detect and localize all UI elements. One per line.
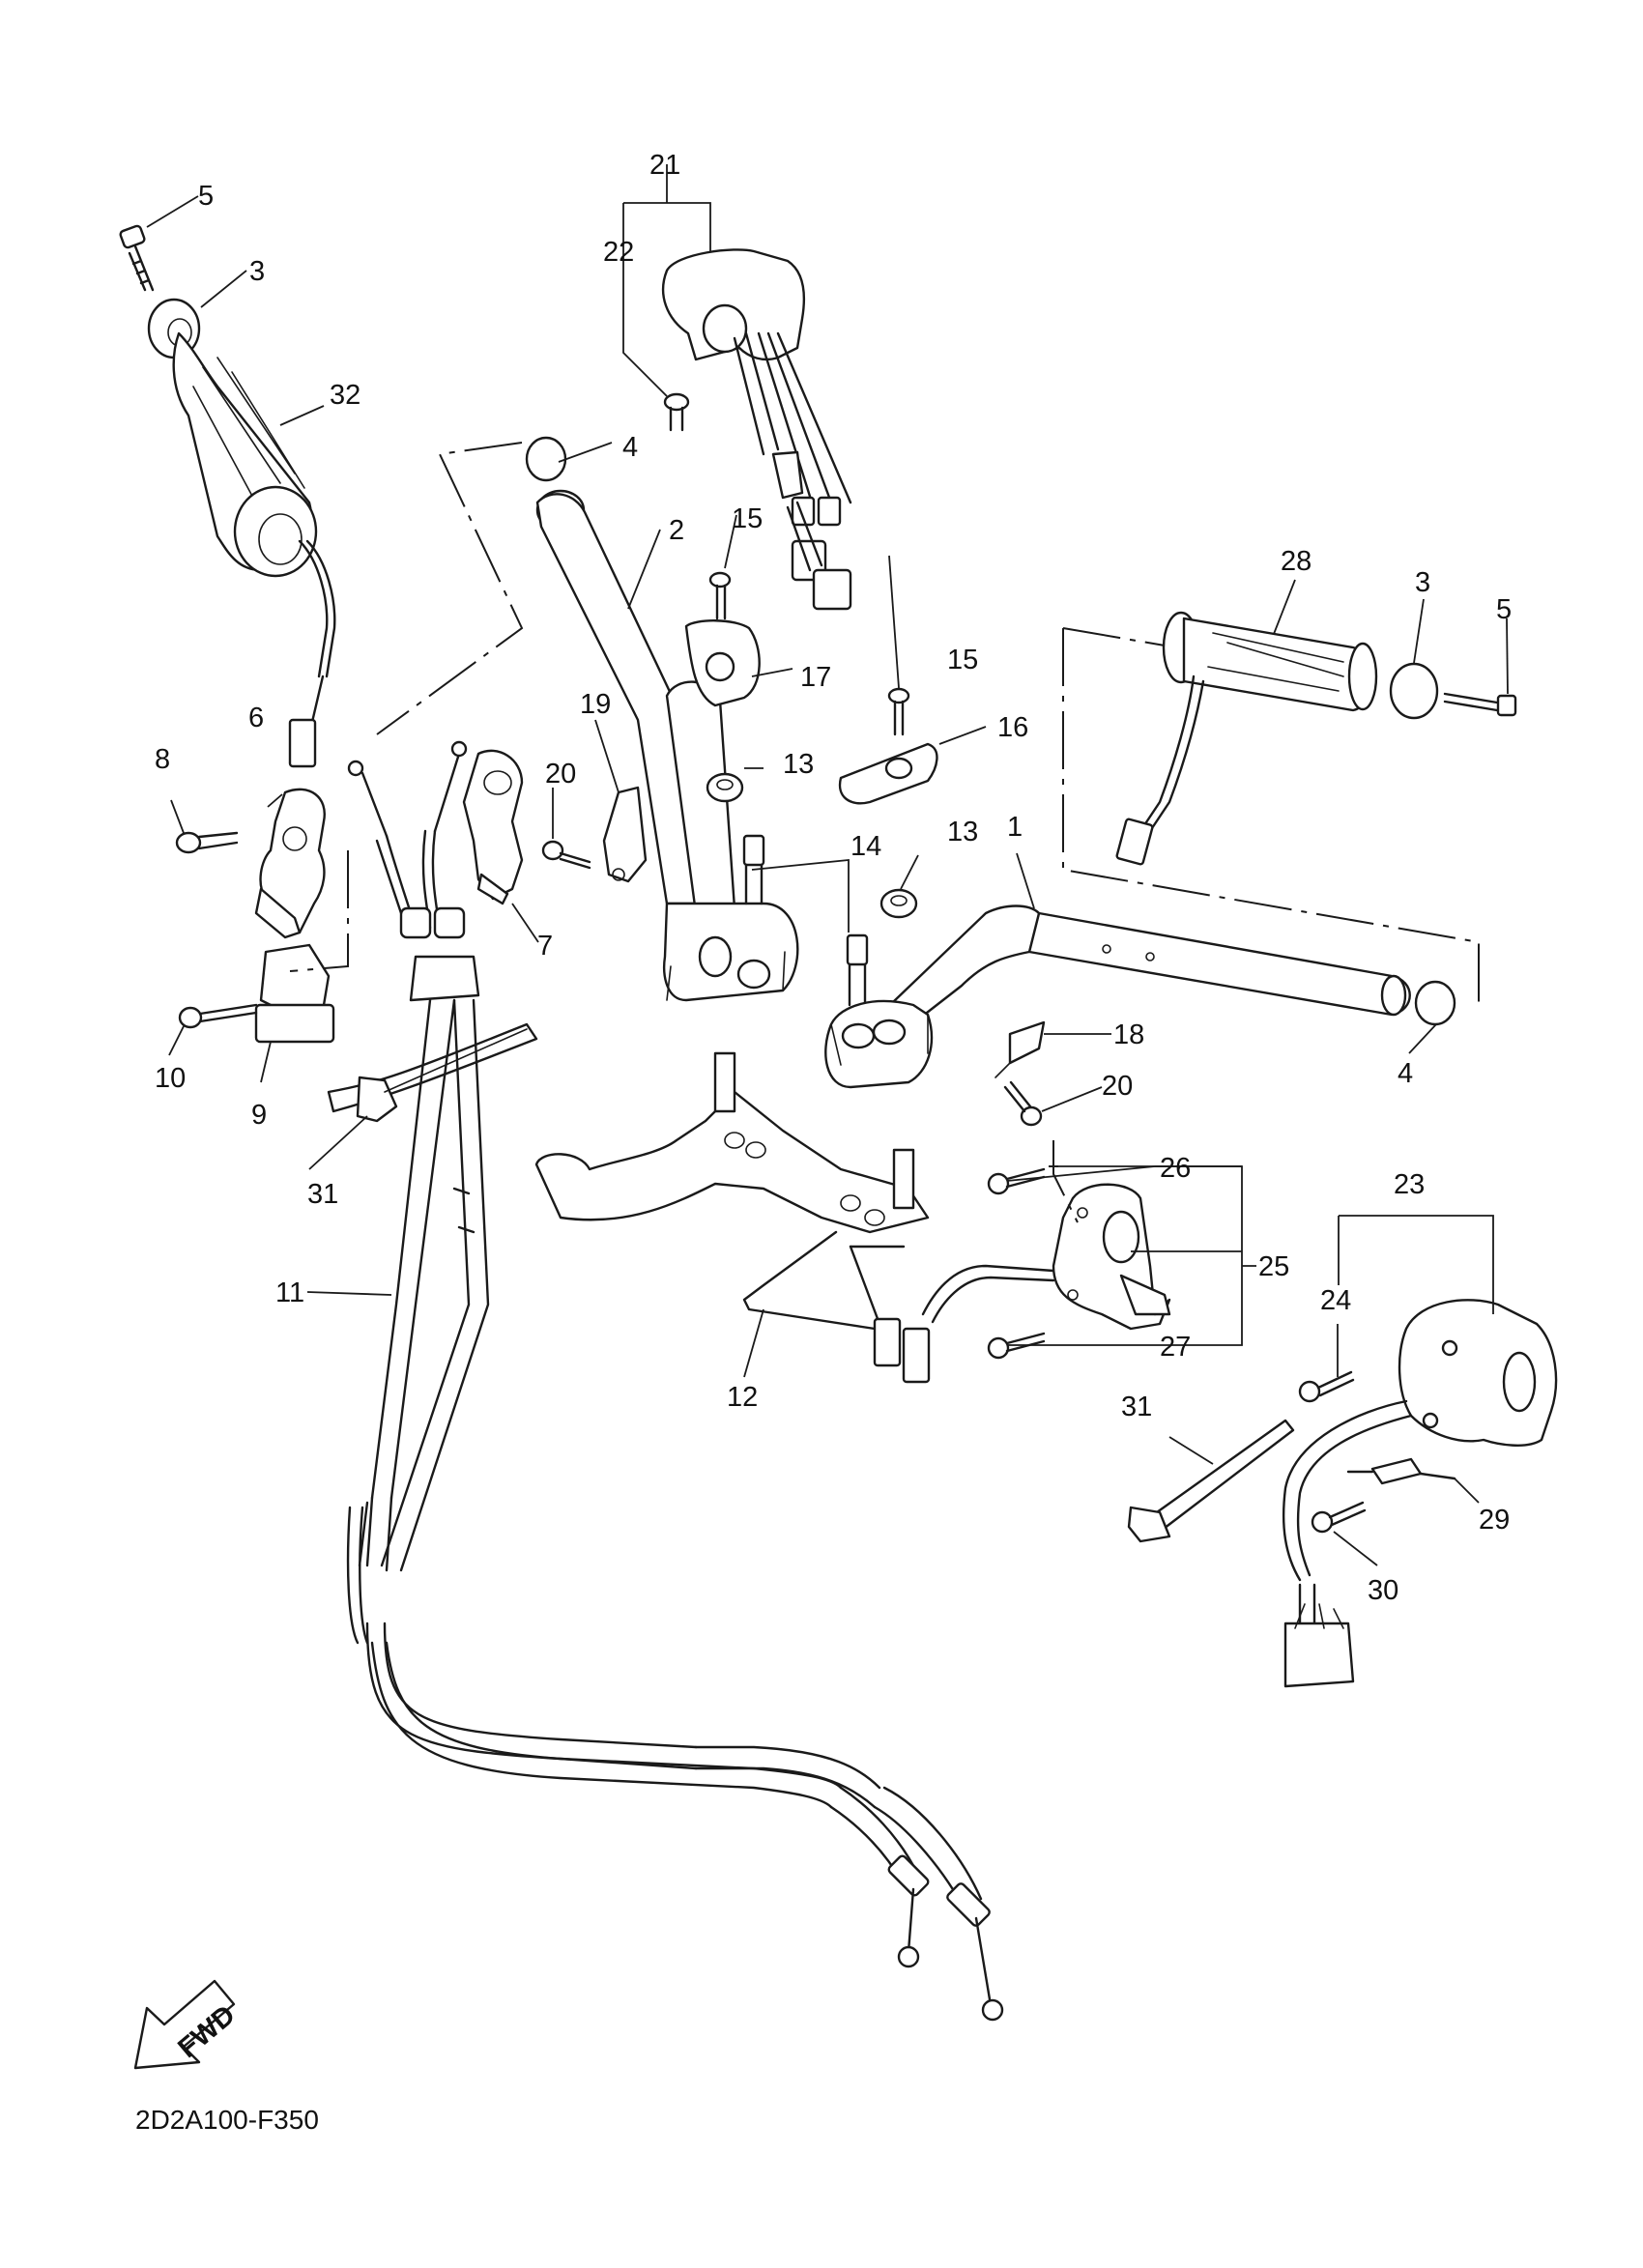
alignment-line-throttle — [1052, 1140, 1079, 1223]
screw-26 — [987, 1167, 1046, 1195]
callout-15b: 15 — [947, 645, 978, 675]
bracket-29 — [1346, 1457, 1456, 1485]
diagram-code: 2D2A100-F350 — [135, 2105, 319, 2135]
cable-tie-31-left — [356, 1028, 528, 1123]
upper-clamp-17 — [684, 619, 761, 707]
callout-28: 28 — [1281, 546, 1312, 577]
callout-21: 21 — [649, 150, 680, 181]
leader-lines — [146, 164, 1509, 1566]
callout-29: 29 — [1479, 1505, 1510, 1536]
nut-13-left — [706, 772, 744, 803]
callout-13b: 13 — [947, 817, 978, 847]
callout-11: 11 — [275, 1278, 304, 1308]
right-grip-end-3 — [1389, 662, 1439, 720]
callout-13a: 13 — [783, 749, 814, 780]
callout-26: 26 — [1160, 1153, 1191, 1184]
upper-clamp-16 — [838, 742, 938, 805]
bolt-15-left — [708, 571, 732, 620]
right-grip-wire — [1115, 675, 1205, 866]
callout-31b: 31 — [1121, 1392, 1152, 1422]
callout-12: 12 — [727, 1382, 758, 1413]
screw-30 — [1311, 1501, 1367, 1534]
alignment-line-right — [1062, 627, 1480, 1005]
screw-27 — [987, 1332, 1046, 1360]
callout-4b: 4 — [1398, 1058, 1413, 1089]
left-bolt-5 — [119, 224, 155, 292]
throttle-cables-11 — [327, 955, 1004, 2022]
callout-24: 24 — [1320, 1285, 1351, 1316]
cable-tie-31-right — [1127, 1419, 1295, 1543]
clip-18 — [994, 1020, 1046, 1078]
callout-30: 30 — [1368, 1575, 1398, 1606]
callout-5b: 5 — [1496, 594, 1512, 625]
bolt-8 — [175, 831, 239, 854]
right-handlebar-1 — [824, 904, 1411, 1089]
callout-14: 14 — [850, 831, 881, 862]
clamp-7 — [462, 749, 524, 905]
right-grip-28 — [1162, 611, 1378, 712]
callout-17: 17 — [800, 662, 831, 693]
grip-end-4-right — [1414, 980, 1456, 1026]
callout-23: 23 — [1394, 1169, 1425, 1200]
screw-10 — [178, 1003, 258, 1029]
callout-15a: 15 — [732, 503, 763, 534]
callout-7: 7 — [537, 931, 553, 962]
callout-20b: 20 — [1102, 1071, 1133, 1102]
callout-32: 32 — [330, 380, 360, 411]
housing-9 — [254, 943, 335, 1044]
nut-13-right — [879, 888, 918, 919]
callout-6: 6 — [248, 703, 264, 733]
callout-3a: 3 — [249, 256, 265, 287]
callout-labels: 1 2 3 3 4 4 5 5 6 7 8 9 10 11 12 13 13 1… — [155, 150, 1512, 1606]
bolt-14 — [742, 834, 869, 1007]
callout-18: 18 — [1113, 1019, 1144, 1050]
left-perch-6 — [254, 788, 326, 939]
left-handlebar-2 — [525, 436, 799, 1002]
callout-2: 2 — [669, 515, 684, 546]
callout-10: 10 — [155, 1063, 186, 1094]
callout-3b: 3 — [1415, 567, 1430, 598]
callout-22: 22 — [603, 237, 634, 268]
throttle-housing-25 — [873, 1183, 1171, 1384]
alignment-line-left — [376, 442, 524, 735]
screw-20-left — [541, 840, 591, 870]
right-bolt-5 — [1443, 692, 1517, 717]
callout-27: 27 — [1160, 1332, 1191, 1363]
callout-20a: 20 — [545, 759, 576, 789]
fwd-arrow-icon: FWD — [133, 1979, 242, 2070]
right-switch-23 — [1282, 1299, 1558, 1688]
screw-22 — [663, 392, 690, 432]
alignment-line-perch — [289, 850, 349, 972]
screw-24 — [1298, 1370, 1355, 1403]
bolt-15-right — [887, 687, 910, 736]
callout-19: 19 — [580, 689, 611, 720]
left-grip-32 — [172, 331, 336, 768]
callout-9: 9 — [251, 1100, 267, 1131]
callout-4a: 4 — [622, 432, 638, 463]
cable-ends — [347, 740, 468, 939]
callout-16: 16 — [997, 712, 1028, 743]
screw-20-right — [1003, 1080, 1043, 1127]
callout-5a: 5 — [198, 181, 214, 212]
callout-31a: 31 — [307, 1179, 338, 1210]
stand-12 — [534, 1051, 930, 1331]
bracket-19 — [602, 786, 648, 883]
callout-25: 25 — [1258, 1251, 1289, 1282]
right-switch-21 — [662, 248, 852, 611]
callout-8: 8 — [155, 744, 170, 775]
callout-1: 1 — [1007, 812, 1023, 843]
